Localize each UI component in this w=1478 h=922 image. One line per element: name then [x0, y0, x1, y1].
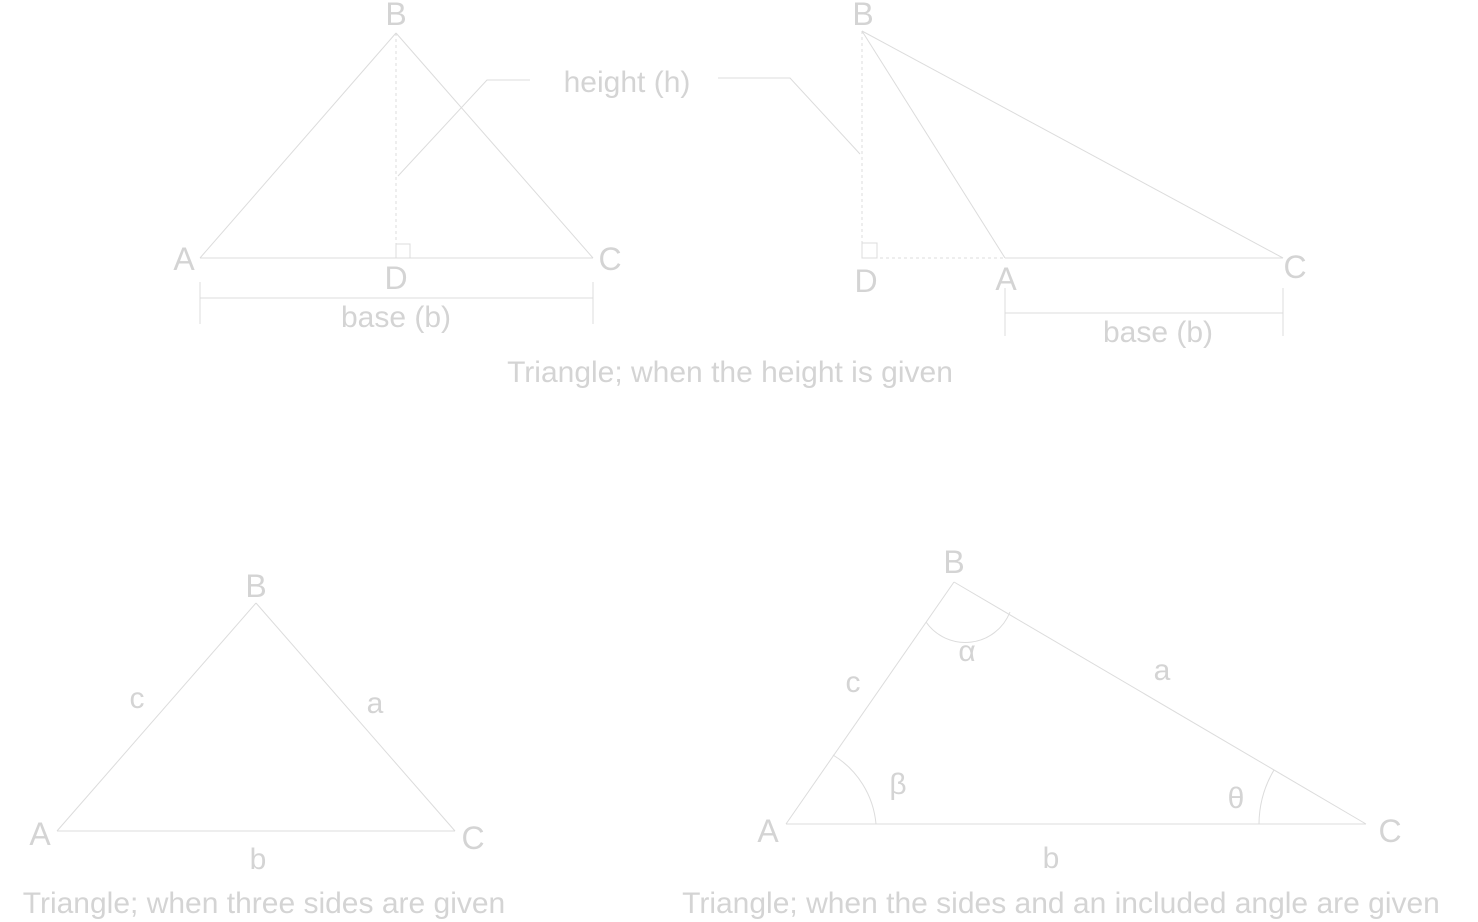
angle-label-alpha: α	[958, 635, 975, 668]
left-right-angle-mark	[395, 243, 411, 259]
three-sides-triangle: B A C c a b	[29, 568, 484, 876]
angle-side-label-a: a	[1154, 654, 1171, 687]
right-base-label: base (b)	[1103, 316, 1213, 349]
angle-arc-theta	[1258, 769, 1275, 825]
left-vertex-b: B	[385, 0, 406, 32]
three-sides-caption: Triangle; when three sides are given	[23, 887, 506, 920]
three-vertex-b: B	[245, 568, 266, 604]
height-right-triangle: B D A C base (b)	[852, 0, 1306, 349]
height-leader-left	[397, 79, 530, 177]
three-side-label-c: c	[130, 682, 145, 715]
left-vertex-a: A	[173, 241, 195, 277]
right-vertex-d: D	[854, 263, 877, 299]
three-vertex-c: C	[461, 820, 484, 856]
height-label: height (h)	[564, 66, 691, 99]
angle-vertex-a: A	[757, 813, 779, 849]
right-side-ba	[861, 30, 1006, 259]
right-vertex-b: B	[852, 0, 873, 32]
height-left-triangle: B A C D base (b)	[173, 0, 621, 334]
left-side-bc	[395, 32, 594, 259]
angle-side-a	[953, 581, 1367, 825]
three-side-c	[56, 602, 257, 832]
height-caption: Triangle; when the height is given	[507, 356, 953, 389]
three-side-label-b: b	[250, 843, 267, 876]
three-side-a	[255, 602, 456, 832]
included-angle-triangle: B A C c a b α β θ	[757, 544, 1401, 875]
height-annotation: height (h)	[397, 66, 861, 177]
angle-side-c	[785, 581, 955, 825]
right-right-angle-mark	[861, 242, 878, 259]
height-leader-right	[718, 77, 861, 155]
angle-arc-alpha	[925, 611, 1011, 643]
right-vertex-a: A	[995, 261, 1017, 297]
angle-arc-beta	[832, 754, 877, 825]
left-side-ab	[199, 32, 397, 259]
angle-label-beta: β	[889, 768, 906, 801]
angle-label-theta: θ	[1228, 782, 1245, 815]
left-vertex-c: C	[598, 241, 621, 277]
left-base-label: base (b)	[341, 301, 451, 334]
angle-side-label-c: c	[846, 666, 861, 699]
left-vertex-d: D	[384, 260, 407, 296]
angle-side-label-b: b	[1043, 842, 1060, 875]
right-side-bc	[861, 30, 1284, 259]
angle-vertex-b: B	[943, 544, 964, 580]
angle-vertex-c: C	[1378, 813, 1401, 849]
three-side-label-a: a	[367, 687, 384, 720]
included-angle-caption: Triangle; when the sides and an included…	[682, 887, 1440, 920]
right-vertex-c: C	[1283, 249, 1306, 285]
three-vertex-a: A	[29, 816, 51, 852]
